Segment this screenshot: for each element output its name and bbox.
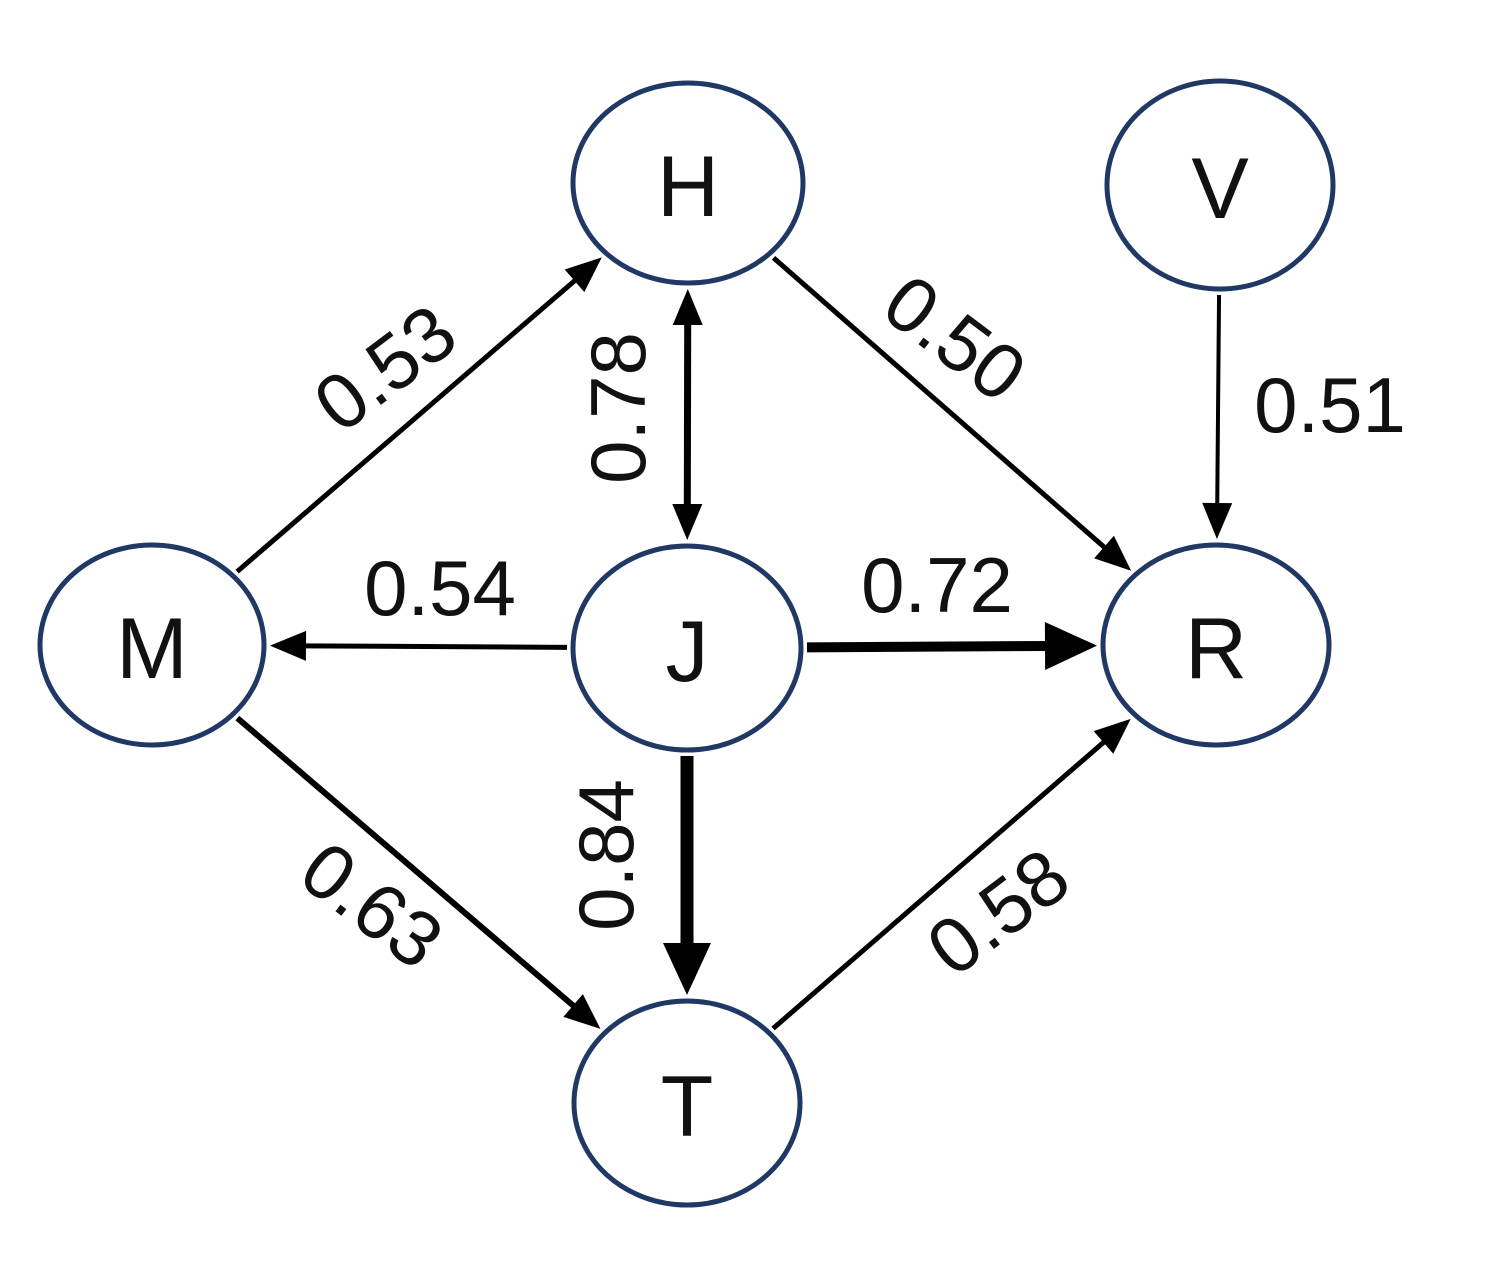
edge-weight-label: 0.78 [574,332,662,484]
edge-weight-label: 0.84 [562,779,650,931]
arrowhead-icon [1094,535,1132,571]
node-label: H [657,139,719,235]
edge-weight-label: 0.63 [285,824,459,986]
arrowhead-icon [1093,718,1131,754]
edge-line [771,737,1109,1031]
arrowhead-icon [269,630,307,661]
edge-j-r: 0.72 [806,541,1098,670]
edge-weight-label: 0.50 [868,257,1042,419]
edge-j-m: 0.54 [269,544,568,661]
edge-m-h: 0.53 [235,257,602,574]
edge-line [301,643,568,650]
edge-weight-label: 0.58 [911,831,1085,993]
arrowhead-icon [663,943,711,995]
edge-t-r: 0.58 [771,718,1131,1031]
edge-weight-label: 0.51 [1254,361,1406,449]
edge-h-j: 0.78 [574,288,703,541]
arrowhead-icon [672,288,703,326]
edge-line [235,276,580,574]
arrowhead-icon [1202,502,1233,540]
node-t: T [571,998,803,1208]
edge-line [235,715,579,1011]
node-r: R [1100,542,1332,748]
node-circle [37,542,267,748]
node-label: M [116,601,188,697]
node-circle [1104,78,1336,292]
node-v: V [1104,78,1336,292]
edge-line [1215,294,1222,508]
edge-weight-label: 0.53 [298,287,472,449]
arrowhead-icon [672,503,703,541]
node-label: J [666,604,709,700]
node-label: T [661,1059,714,1155]
arrowhead-icon [563,994,601,1029]
edge-weight-label: 0.72 [861,541,1013,629]
edge-h-r: 0.50 [771,256,1132,571]
edge-m-t: 0.63 [235,715,601,1029]
node-m: M [37,542,267,748]
node-circle [1100,542,1332,748]
node-circle [570,80,806,286]
edge-v-r: 0.51 [1202,294,1406,540]
edge-j-t: 0.84 [562,756,711,995]
node-circle [571,998,803,1208]
node-label: R [1185,601,1247,697]
node-j: J [570,543,804,753]
node-circle [570,543,804,753]
node-label: V [1191,141,1248,237]
edge-line [771,256,1109,552]
node-h: H [570,80,806,286]
arrowhead-icon [564,257,602,293]
arrowhead-icon [1044,621,1098,670]
edge-line [806,640,1050,653]
nodes-layer: H V M J R T [37,78,1336,1208]
edge-weight-label: 0.54 [364,544,516,632]
